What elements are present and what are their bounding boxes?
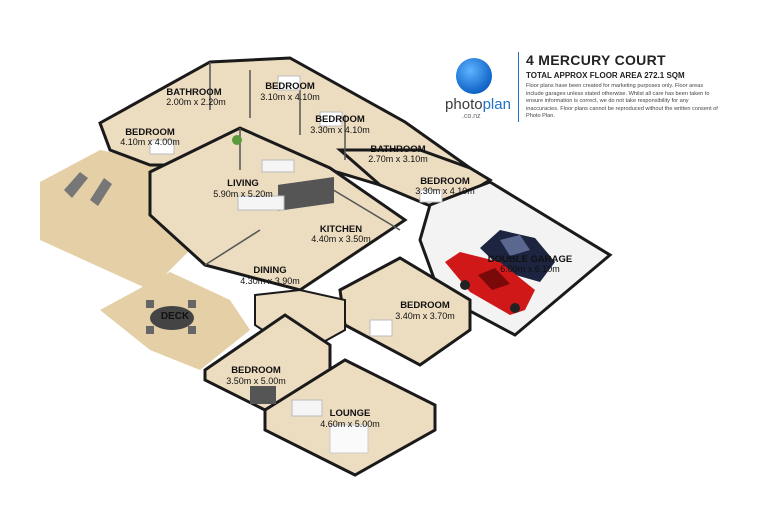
photoplan-logo: photoplan .co.nz [440, 58, 512, 122]
logo-domain: .co.nz [462, 113, 481, 120]
svg-text:BATHROOM: BATHROOM [370, 144, 425, 155]
svg-text:4.10m x 4.00m: 4.10m x 4.00m [120, 137, 180, 147]
svg-text:6.00m x 6.10m: 6.00m x 6.10m [500, 264, 560, 274]
logo-wordmark: photoplan [445, 96, 511, 113]
property-title: 4 MERCURY COURT [526, 52, 666, 68]
svg-text:4.30m x 3.90m: 4.30m x 3.90m [240, 276, 300, 286]
bed-upper-1 [277, 75, 301, 91]
room-label-dining: DINING 4.30m x 3.90m [240, 265, 300, 286]
svg-text:3.30m x 4.10m: 3.30m x 4.10m [310, 125, 370, 135]
room-label-deck: DECK [161, 311, 190, 322]
room-label-bedroom-6: BEDROOM 3.50m x 5.00m [226, 365, 286, 386]
svg-text:BEDROOM: BEDROOM [400, 300, 450, 311]
svg-text:3.50m x 5.00m: 3.50m x 5.00m [226, 376, 286, 386]
red-car [445, 252, 535, 315]
svg-text:BEDROOM: BEDROOM [125, 127, 175, 138]
svg-text:4.60m x 5.00m: 4.60m x 5.00m [320, 419, 380, 429]
svg-text:5.90m x 5.20m: 5.90m x 5.20m [213, 189, 273, 199]
lounge-sofa [291, 399, 323, 417]
room-label-bathroom-2: BATHROOM 2.70m x 3.10m [368, 144, 428, 164]
room-label-living: LIVING 5.90m x 5.20m [213, 178, 273, 199]
room-label-bedroom-5: BEDROOM 3.40m x 3.70m [395, 300, 455, 321]
svg-text:3.10m x 4.10m: 3.10m x 4.10m [260, 92, 320, 102]
room-label-bedroom-4: BEDROOM 3.30m x 4.10m [415, 176, 475, 196]
svg-text:BEDROOM: BEDROOM [315, 114, 365, 125]
svg-text:3.30m x 4.10m: 3.30m x 4.10m [415, 186, 475, 196]
room-label-lounge: LOUNGE 4.60m x 5.00m [320, 408, 380, 429]
svg-text:KITCHEN: KITCHEN [320, 224, 362, 235]
svg-text:LIVING: LIVING [227, 178, 259, 189]
house-globe-icon [456, 58, 492, 94]
deck-dining-set [146, 300, 196, 334]
bed-upper-2 [319, 111, 343, 127]
svg-text:3.40m x 3.70m: 3.40m x 3.70m [395, 311, 455, 321]
room-label-bedroom-1: BEDROOM 3.10m x 4.10m [260, 81, 320, 102]
room-label-bathroom-1: BATHROOM 2.00m x 2.20m [166, 87, 226, 107]
svg-text:BEDROOM: BEDROOM [231, 365, 281, 376]
bed-right [419, 189, 443, 203]
svg-text:LOUNGE: LOUNGE [330, 408, 371, 419]
bed-lower [250, 386, 276, 404]
svg-text:4.40m x 3.50m: 4.40m x 3.50m [311, 234, 371, 244]
deck-loungers [64, 172, 112, 206]
svg-text:2.00m x 2.20m: 2.00m x 2.20m [166, 97, 226, 107]
svg-text:BEDROOM: BEDROOM [265, 81, 315, 92]
plan-header: photoplan .co.nz 4 MERCURY COURT TOTAL A… [440, 52, 765, 124]
svg-text:DINING: DINING [253, 265, 286, 276]
disclaimer-text: Floor plans have been created for market… [526, 83, 718, 120]
bed-mid [369, 319, 393, 337]
floor-area: TOTAL APPROX FLOOR AREA 272.1 SQM [526, 71, 685, 80]
svg-text:BEDROOM: BEDROOM [420, 176, 470, 187]
room-label-kitchen: KITCHEN 4.40m x 3.50m [311, 224, 371, 244]
svg-text:BATHROOM: BATHROOM [166, 87, 221, 98]
living-sofa-2 [261, 159, 295, 173]
room-label-double-garage: DOUBLE GARAGE 6.00m x 6.10m [488, 254, 572, 274]
living-sofa [237, 195, 285, 211]
kitchen-island [278, 177, 334, 211]
header-divider [518, 52, 519, 122]
svg-text:2.70m x 3.10m: 2.70m x 3.10m [368, 154, 428, 164]
svg-text:DOUBLE GARAGE: DOUBLE GARAGE [488, 254, 572, 265]
room-label-bedroom-2: BEDROOM 3.30m x 4.10m [310, 114, 370, 135]
bed-upper-left [149, 139, 175, 155]
interior-walls [204, 62, 401, 266]
lounge-rug [329, 424, 369, 454]
navy-car [480, 230, 555, 282]
plant-icon [232, 135, 242, 145]
svg-text:DECK: DECK [161, 311, 190, 322]
room-label-bedroom-3: BEDROOM 4.10m x 4.00m [120, 127, 180, 147]
lounge-floor [263, 358, 437, 477]
